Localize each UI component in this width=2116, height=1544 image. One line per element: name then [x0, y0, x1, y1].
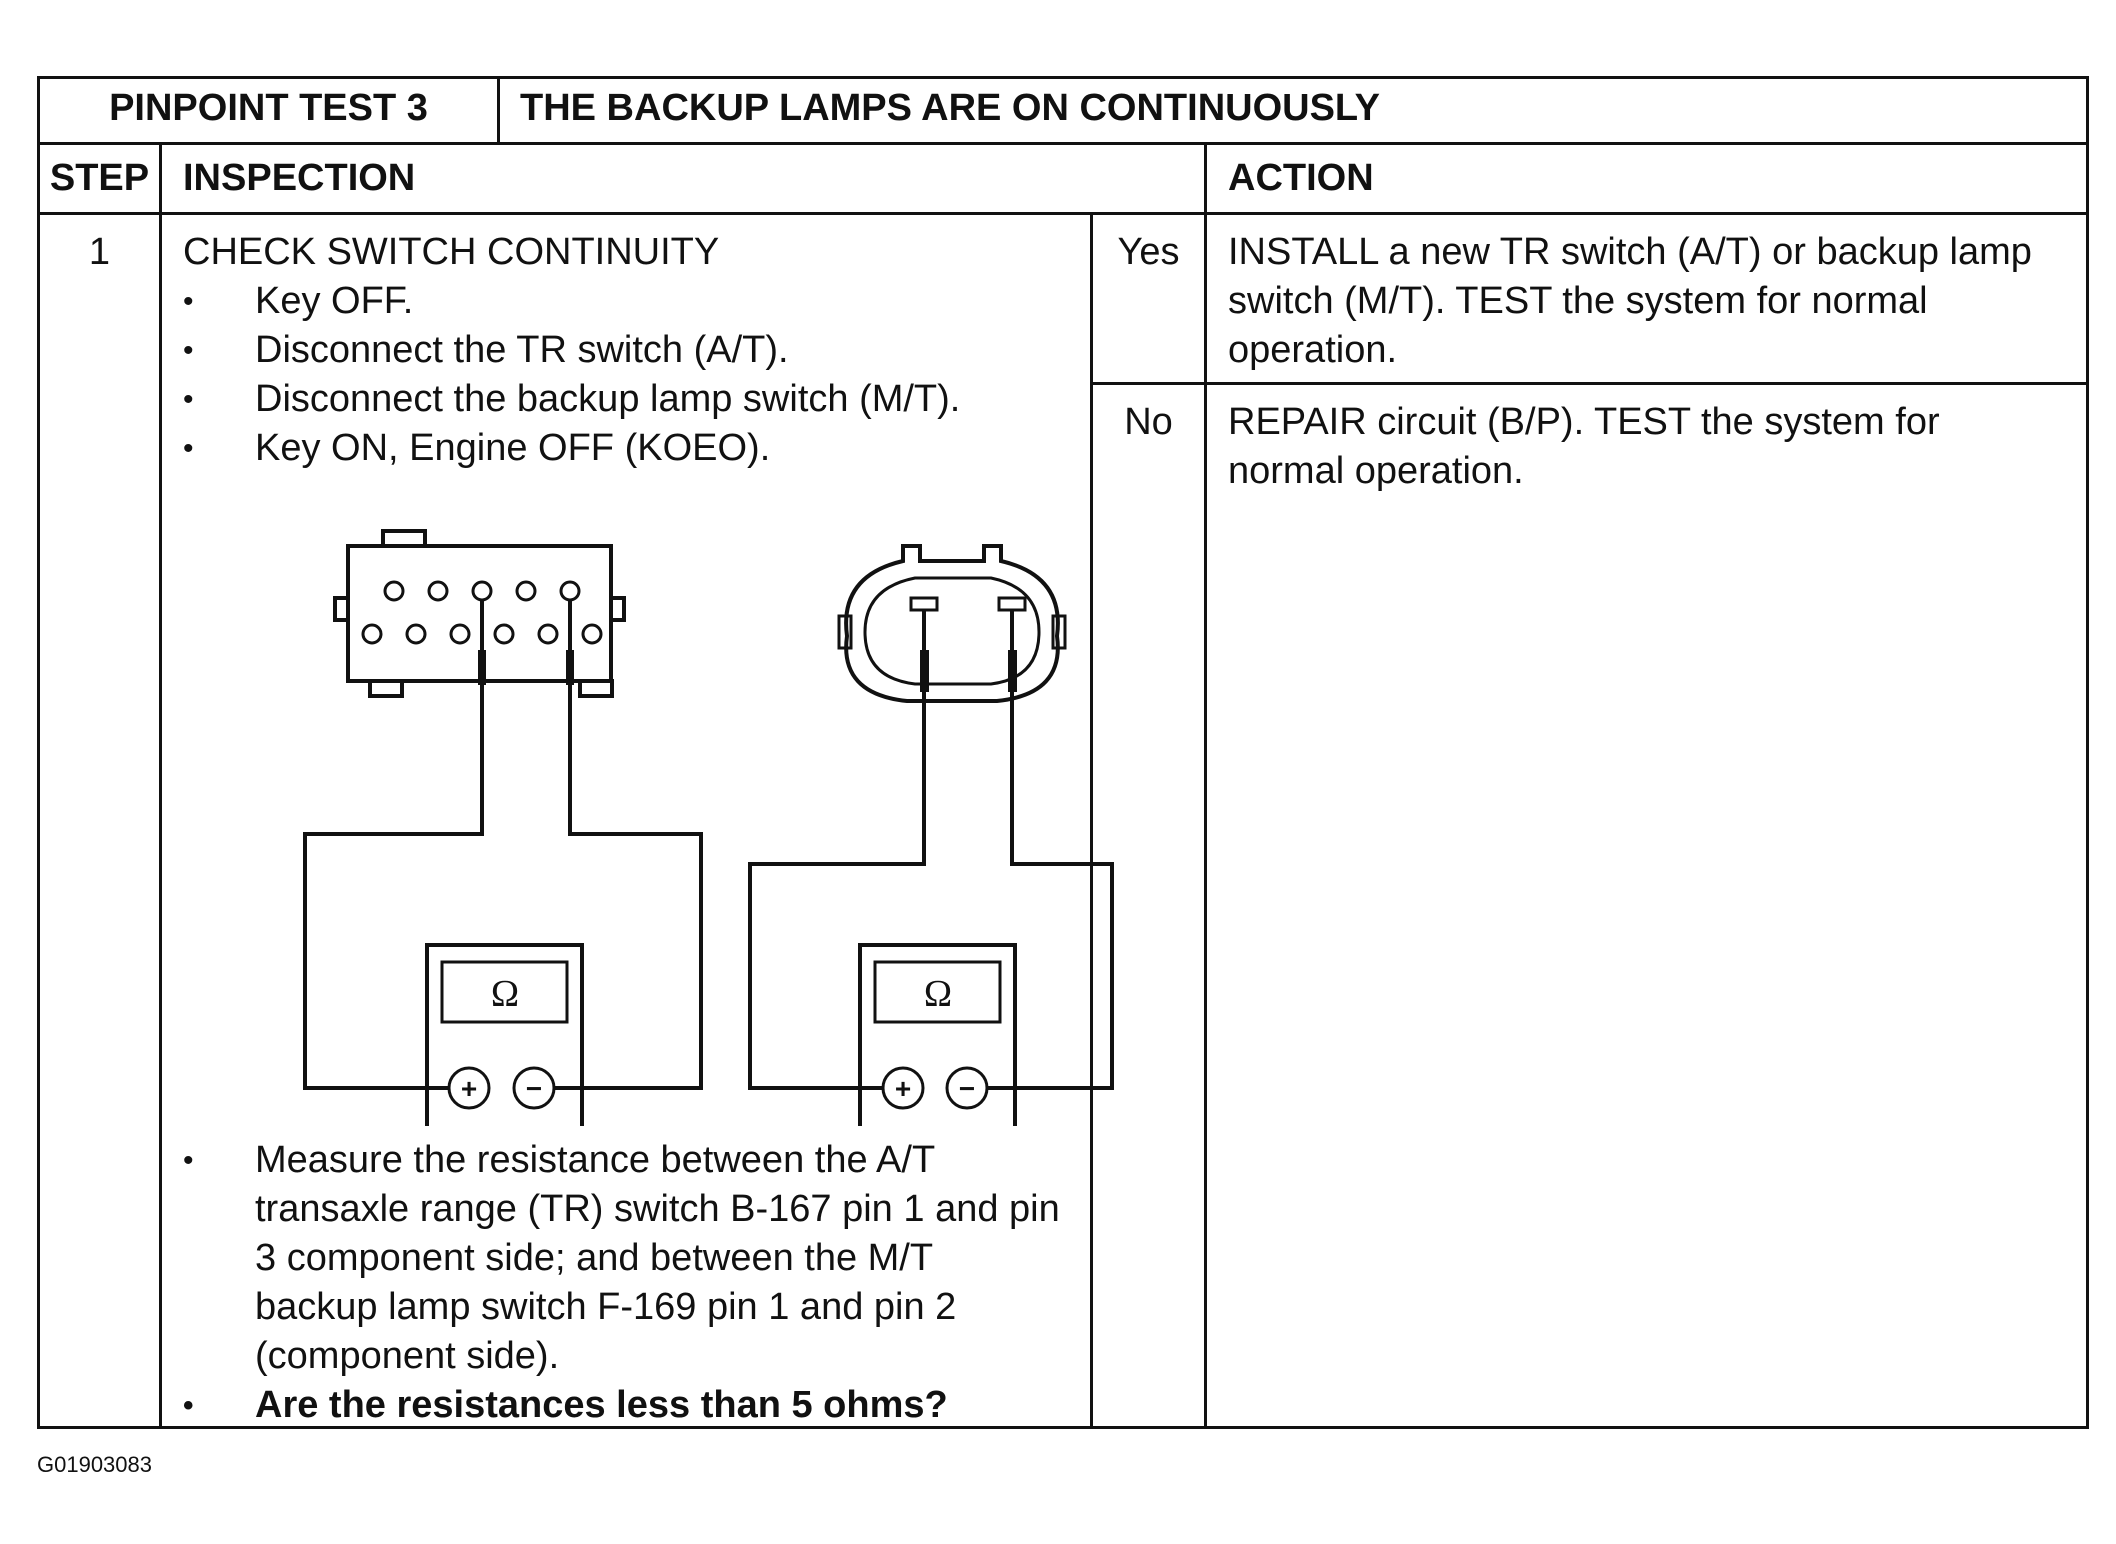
answer-no: No — [1124, 401, 1173, 443]
result-row-divider — [1091, 382, 2089, 385]
measurement-bullet-list: Measure the resistance between the A/T t… — [183, 1136, 1063, 1430]
step-column-header: STEP — [49, 157, 150, 199]
action-no: REPAIR circuit (B/P). TEST the system fo… — [1228, 401, 1940, 492]
plus-terminal-icon: + — [895, 1073, 911, 1104]
question-item: Are the resistances less than 5 ohms? — [183, 1381, 1063, 1430]
header-row-divider — [37, 212, 2089, 215]
tr-switch-test-leads — [303, 685, 703, 1090]
connector-resistance-diagram: Ω + − Ω + − — [303, 529, 1114, 1126]
ohm-symbol: Ω — [924, 973, 952, 1015]
answer-yes: Yes — [1117, 231, 1180, 273]
inspection-instructions: CHECK SWITCH CONTINUITY Key OFF. Disconn… — [183, 228, 1073, 473]
measurement-instructions: Measure the resistance between the A/T t… — [183, 1136, 1063, 1430]
table-border-bottom — [37, 1426, 2089, 1429]
answer-column-divider — [1090, 214, 1093, 1428]
list-item: Disconnect the TR switch (A/T). — [183, 326, 1073, 375]
ohm-symbol: Ω — [491, 973, 519, 1015]
minus-terminal-icon: − — [959, 1073, 975, 1104]
test-title: THE BACKUP LAMPS ARE ON CONTINUOUSLY — [520, 87, 1380, 129]
pinpoint-test-table: PINPOINT TEST 3 THE BACKUP LAMPS ARE ON … — [37, 76, 2089, 1430]
plus-terminal-icon: + — [461, 1073, 477, 1104]
backup-lamp-switch-connector — [837, 544, 1067, 736]
action-column-divider — [1204, 143, 1207, 1428]
ohmmeter-right: Ω + − — [858, 943, 1017, 1126]
test-label: PINPOINT TEST 3 — [109, 87, 428, 129]
step-title: CHECK SWITCH CONTINUITY — [183, 231, 720, 273]
table-border-top — [37, 76, 2089, 79]
action-yes: INSTALL a new TR switch (A/T) or backup … — [1228, 231, 2032, 371]
title-row-divider — [37, 142, 2089, 145]
ohmmeter-left: Ω + − — [425, 943, 584, 1126]
step-number: 1 — [88, 231, 111, 273]
list-item: Measure the resistance between the A/T t… — [183, 1136, 1063, 1381]
table-border-left — [37, 76, 40, 1429]
title-column-divider — [497, 76, 500, 144]
inspection-column-header: INSPECTION — [183, 157, 416, 199]
tr-switch-connector — [333, 529, 626, 698]
list-item: Key ON, Engine OFF (KOEO). — [183, 424, 1073, 473]
backup-lamp-test-leads — [748, 736, 1114, 1090]
list-item: Key OFF. — [183, 277, 1073, 326]
list-item: Disconnect the backup lamp switch (M/T). — [183, 375, 1073, 424]
action-column-header: ACTION — [1228, 157, 1374, 199]
preparation-bullet-list: Key OFF. Disconnect the TR switch (A/T).… — [183, 277, 1073, 473]
minus-terminal-icon: − — [526, 1073, 542, 1104]
step-column-divider — [159, 143, 162, 1428]
figure-code: G01903083 — [37, 1452, 152, 1477]
table-border-right — [2086, 76, 2089, 1429]
